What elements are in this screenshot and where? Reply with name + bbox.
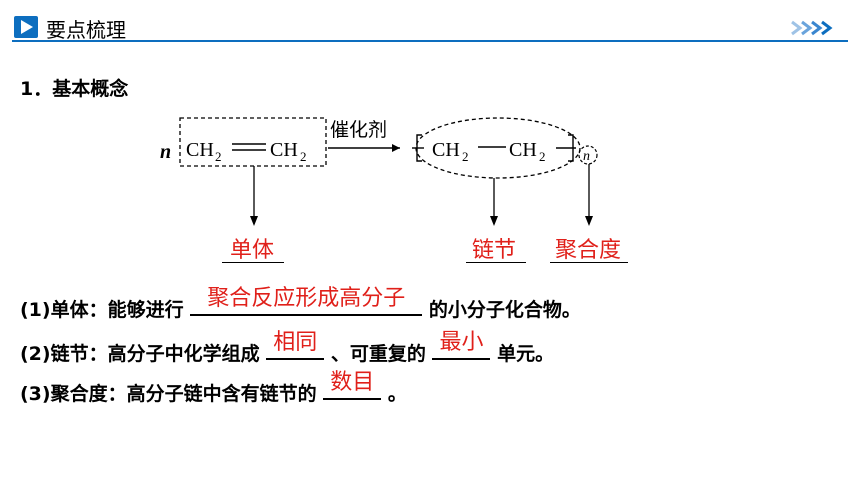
definition-degree: (3)聚合度：高分子链中含有链节的 数目 。 xyxy=(20,370,407,406)
arrow-to-monomer xyxy=(250,216,258,226)
answer-chain-unit-underline xyxy=(466,262,526,263)
ch2-unit-right: CH xyxy=(509,139,537,161)
header-divider xyxy=(12,40,848,42)
line1-text: (1)单体：能够进行 xyxy=(20,299,184,321)
monomer-dashed-box xyxy=(179,117,327,167)
line2-blank1: 相同 xyxy=(266,330,325,360)
line3-blank: 数目 xyxy=(323,370,382,400)
catalyst-label: 催化剂 xyxy=(330,119,387,141)
double-chevron-right-icon xyxy=(790,20,836,40)
line2-text: (2)链节：高分子中化学组成 xyxy=(20,343,260,365)
line2-middle: 、可重复的 xyxy=(330,343,426,365)
line3-fill: 数目 xyxy=(330,370,375,395)
header-bar: 要点梳理 xyxy=(0,0,860,48)
chain-unit-dashed-ellipse xyxy=(415,117,581,179)
answer-degree: 聚合度 xyxy=(555,238,622,263)
ch2-unit-right-sub: 2 xyxy=(539,149,546,164)
definition-chain-unit: (2)链节：高分子中化学组成 相同 、可重复的 最小 单元。 xyxy=(20,330,555,366)
line2-tail: 单元。 xyxy=(497,343,555,365)
line3-text: (3)聚合度：高分子链中含有链节的 xyxy=(20,383,317,405)
answer-monomer-underline xyxy=(222,262,284,263)
definition-monomer: (1)单体：能够进行 聚合反应形成高分子 的小分子化合物。 xyxy=(20,286,581,322)
ch2-unit-left: CH xyxy=(432,139,460,161)
ch2-right: CH xyxy=(270,139,298,161)
n-subscript: n xyxy=(583,149,590,164)
ch2-unit-left-sub: 2 xyxy=(462,149,469,164)
answer-degree-underline xyxy=(550,262,628,263)
reaction-arrowhead xyxy=(392,144,400,152)
n-coefficient: n xyxy=(160,141,171,163)
section-title: 1．基本概念 xyxy=(20,78,129,100)
play-triangle-icon xyxy=(14,16,38,38)
line2-blank2: 最小 xyxy=(432,330,491,360)
answer-chain-unit: 链节 xyxy=(472,238,517,263)
line2-fill2: 最小 xyxy=(439,330,484,355)
arrow-to-degree xyxy=(585,216,593,226)
line3-tail: 。 xyxy=(387,383,407,405)
line1-fill: 聚合反应形成高分子 xyxy=(207,286,406,311)
answer-monomer: 单体 xyxy=(230,238,275,263)
ch2-right-sub: 2 xyxy=(300,149,307,164)
line2-fill1: 相同 xyxy=(273,330,318,355)
left-bracket xyxy=(416,134,422,162)
degree-dashed-circle xyxy=(578,145,598,165)
header-title: 要点梳理 xyxy=(46,18,126,42)
arrow-to-chain-unit xyxy=(490,216,498,226)
line1-tail: 的小分子化合物。 xyxy=(428,299,581,321)
line1-blank: 聚合反应形成高分子 xyxy=(190,286,423,316)
ch2-left-sub: 2 xyxy=(215,149,222,164)
ch2-left: CH xyxy=(186,139,214,161)
right-bracket xyxy=(568,134,574,162)
